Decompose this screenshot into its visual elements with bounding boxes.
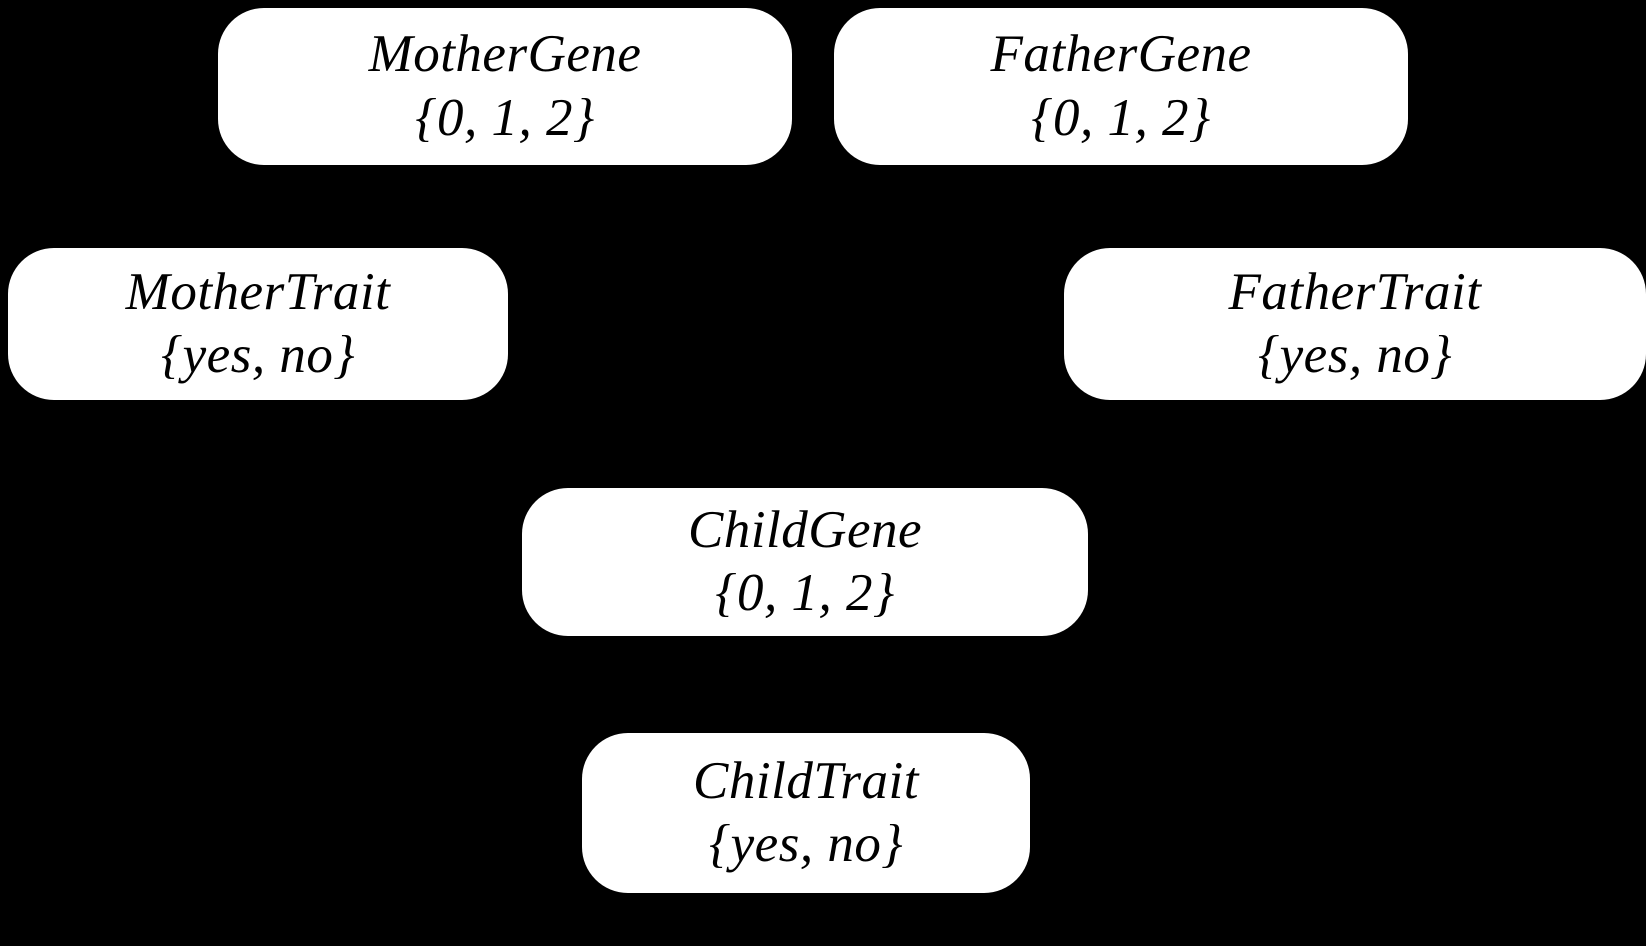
- node-child-trait[interactable]: ChildTrait {yes, no}: [582, 733, 1030, 893]
- node-mother-gene-label: MotherGene: [368, 25, 642, 84]
- node-child-gene-label: ChildGene: [687, 500, 923, 559]
- node-child-gene[interactable]: ChildGene {0, 1, 2}: [522, 488, 1088, 636]
- node-child-trait-domain: {yes, no}: [708, 815, 904, 873]
- node-mother-gene[interactable]: MotherGene {0, 1, 2}: [218, 8, 792, 165]
- node-mother-gene-domain: {0, 1, 2}: [415, 88, 595, 147]
- node-child-trait-label: ChildTrait: [693, 751, 919, 810]
- node-father-trait[interactable]: FatherTrait {yes, no}: [1064, 248, 1646, 400]
- node-mother-trait-label: MotherTrait: [125, 262, 391, 321]
- node-father-trait-label: FatherTrait: [1228, 262, 1482, 321]
- node-father-gene-domain: {0, 1, 2}: [1031, 88, 1211, 147]
- node-child-gene-domain: {0, 1, 2}: [715, 564, 895, 622]
- node-mother-trait-domain: {yes, no}: [160, 326, 356, 384]
- node-father-gene[interactable]: FatherGene {0, 1, 2}: [834, 8, 1408, 165]
- node-father-gene-label: FatherGene: [990, 25, 1252, 84]
- node-father-trait-domain: {yes, no}: [1257, 326, 1453, 384]
- node-mother-trait[interactable]: MotherTrait {yes, no}: [8, 248, 508, 400]
